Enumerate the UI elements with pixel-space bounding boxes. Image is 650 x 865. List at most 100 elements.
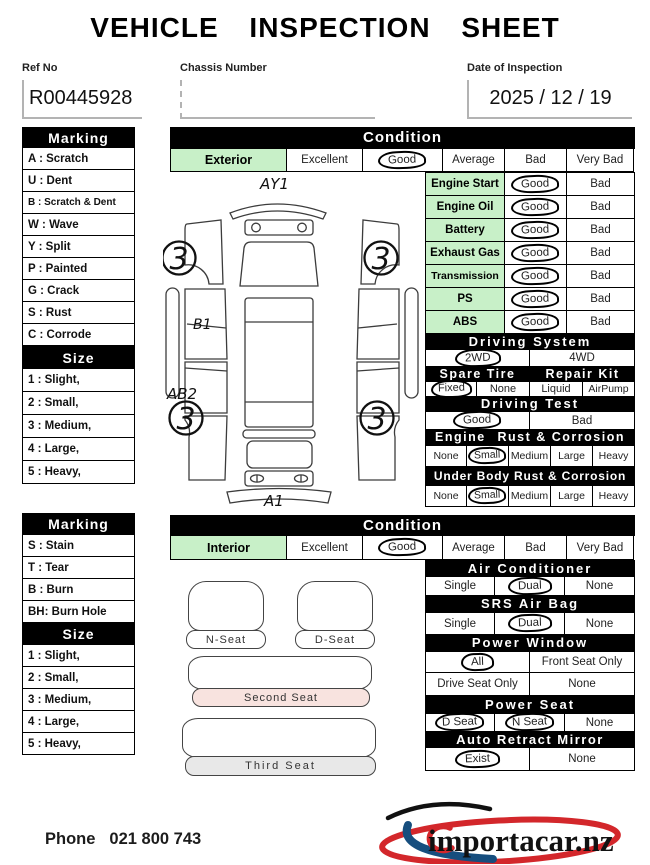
ps-n-seat: N Seat [504, 712, 555, 733]
phone-number: 021 800 743 [109, 830, 202, 848]
ref-no-label: Ref No [22, 62, 58, 74]
wheel-grade-mark: 3 [176, 402, 195, 437]
engine-rust-small: Small [468, 446, 507, 466]
legend-item: G : Crack [22, 279, 135, 302]
rear-bumper [226, 487, 332, 504]
exterior-option-bad: Bad [505, 149, 567, 172]
inspection-date-value: 2025 / 12 / 19 [489, 87, 612, 109]
door-damage-mark: B1 [193, 317, 212, 333]
trunk [246, 440, 313, 469]
logo-red-c-icon [426, 823, 455, 854]
interior-option-good: Good [363, 536, 443, 560]
interior-condition-header: Condition [170, 515, 635, 535]
n-seat-back [188, 581, 264, 631]
rear-damage-mark: A1 [263, 492, 284, 508]
pw-all: All [460, 652, 495, 672]
ac-dual: Dual [507, 576, 552, 596]
mirror-exist: Exist [454, 749, 501, 769]
interior-option-average: Average [443, 536, 505, 560]
size-header: Size [22, 346, 135, 369]
interior-row-label: Interior [171, 536, 287, 560]
driving-system-header: Driving System [425, 333, 635, 349]
underbody-rust-small: Small [468, 486, 507, 506]
third-seat-back [182, 718, 376, 758]
phone-label: Phone [45, 830, 96, 848]
interior-option-verybad: Very Bad [567, 536, 634, 560]
legend-item: B : Scratch & Dent [22, 191, 135, 214]
wheel-grade-mark: 3 [371, 242, 390, 277]
front-bumper [229, 203, 327, 220]
wheel-grade-mark: 3 [367, 402, 386, 437]
d-seat-label: D-Seat [295, 630, 375, 649]
driving-test-good: Good [453, 410, 502, 431]
equipment-label: ABS [426, 311, 505, 334]
air-conditioner-row: Single Dual None [425, 576, 635, 596]
car-roof-swoosh-icon [385, 801, 493, 821]
ref-no-field: R00445928 [22, 80, 142, 119]
left-side-panels [165, 219, 228, 481]
legend-item: 2 : Small, [22, 666, 135, 689]
equipment-label: PS [426, 288, 505, 311]
second-seat-label: Second Seat [192, 688, 370, 707]
wheel-grade-circles [163, 240, 399, 436]
equipment-bad: Bad [567, 219, 635, 242]
exterior-option-average: Average [443, 149, 505, 172]
driving-test-bad: Bad [530, 412, 635, 430]
legend-item: U : Dent [22, 169, 135, 192]
marking-header: Marking [22, 127, 135, 148]
page-title: VEHICLE INSPECTION SHEET [90, 12, 560, 43]
wheel-grade-mark: 3 [169, 242, 188, 277]
air-conditioner-header: Air Conditioner [425, 560, 635, 576]
equipment-label: Engine Start [426, 173, 505, 196]
inspection-date-field: 2025 / 12 / 19 [467, 80, 632, 119]
power-window-rows: All Front Seat Only Drive Seat Only None [425, 651, 635, 696]
equipment-good: Good [505, 219, 567, 242]
srs-dual: Dual [507, 613, 552, 634]
exterior-option-verybad: Very Bad [567, 149, 634, 172]
car-damage-diagram: 3 3 3 3 AY1 B1 AB2 A1 [163, 175, 419, 508]
roof [244, 297, 314, 428]
legend-item: Y : Split [22, 235, 135, 258]
power-window-header: Power Window [425, 634, 635, 651]
third-seat-label: Third Seat [185, 756, 376, 776]
equipment-bad: Bad [567, 311, 635, 334]
legend-item: 1 : Slight, [22, 368, 135, 392]
legend-item: S : Rust [22, 301, 135, 324]
equipment-label: Transmission [426, 265, 505, 288]
srs-airbag-header: SRS Air Bag [425, 595, 635, 612]
equipment-good: Good [505, 311, 567, 334]
n-seat-label: N-Seat [186, 630, 266, 649]
equipment-bad: Bad [567, 173, 635, 196]
spare-tire-row: Fixed None Liquid AirPump [425, 379, 635, 399]
chassis-number-field [180, 80, 375, 119]
interior-marking-legend: Marking S : Stain T : Tear B : Burn BH: … [22, 513, 135, 755]
spare-tire-none: None [477, 382, 530, 397]
equipment-bad: Bad [567, 242, 635, 265]
legend-item: B : Burn [22, 578, 135, 601]
exterior-condition-header: Condition [170, 127, 635, 148]
legend-item: 2 : Small, [22, 391, 135, 415]
equipment-label: Engine Oil [426, 196, 505, 219]
second-seat-back [188, 656, 372, 690]
driving-test-row: Good Bad [425, 410, 635, 431]
d-seat-back [297, 581, 373, 631]
driving-system-4wd: 4WD [530, 350, 635, 367]
interior-condition-row: Interior Excellent Good Average Bad Very… [170, 535, 635, 560]
logo-text: importacar.nz [428, 823, 614, 858]
equipment-good: Good [505, 288, 567, 311]
spare-tire-repairkit-header: Spare Tire Repair Kit [425, 366, 635, 381]
legend-item: 1 : Slight, [22, 644, 135, 667]
power-seat-header: Power Seat [425, 695, 635, 713]
underbody-rust-header: Under Body Rust & Corrosion [425, 466, 635, 485]
hood [239, 241, 319, 287]
logo-blue-crescent-icon [402, 821, 497, 863]
srs-airbag-row: Single Dual None [425, 612, 635, 635]
interior-option-excellent: Excellent [287, 536, 363, 560]
front-damage-mark: AY1 [259, 175, 289, 193]
legend-item: C : Corrode [22, 323, 135, 346]
legend-item: T : Tear [22, 556, 135, 579]
power-seat-row: D Seat N Seat None [425, 712, 635, 733]
chassis-number-label: Chassis Number [180, 62, 267, 74]
equipment-bad: Bad [567, 196, 635, 219]
